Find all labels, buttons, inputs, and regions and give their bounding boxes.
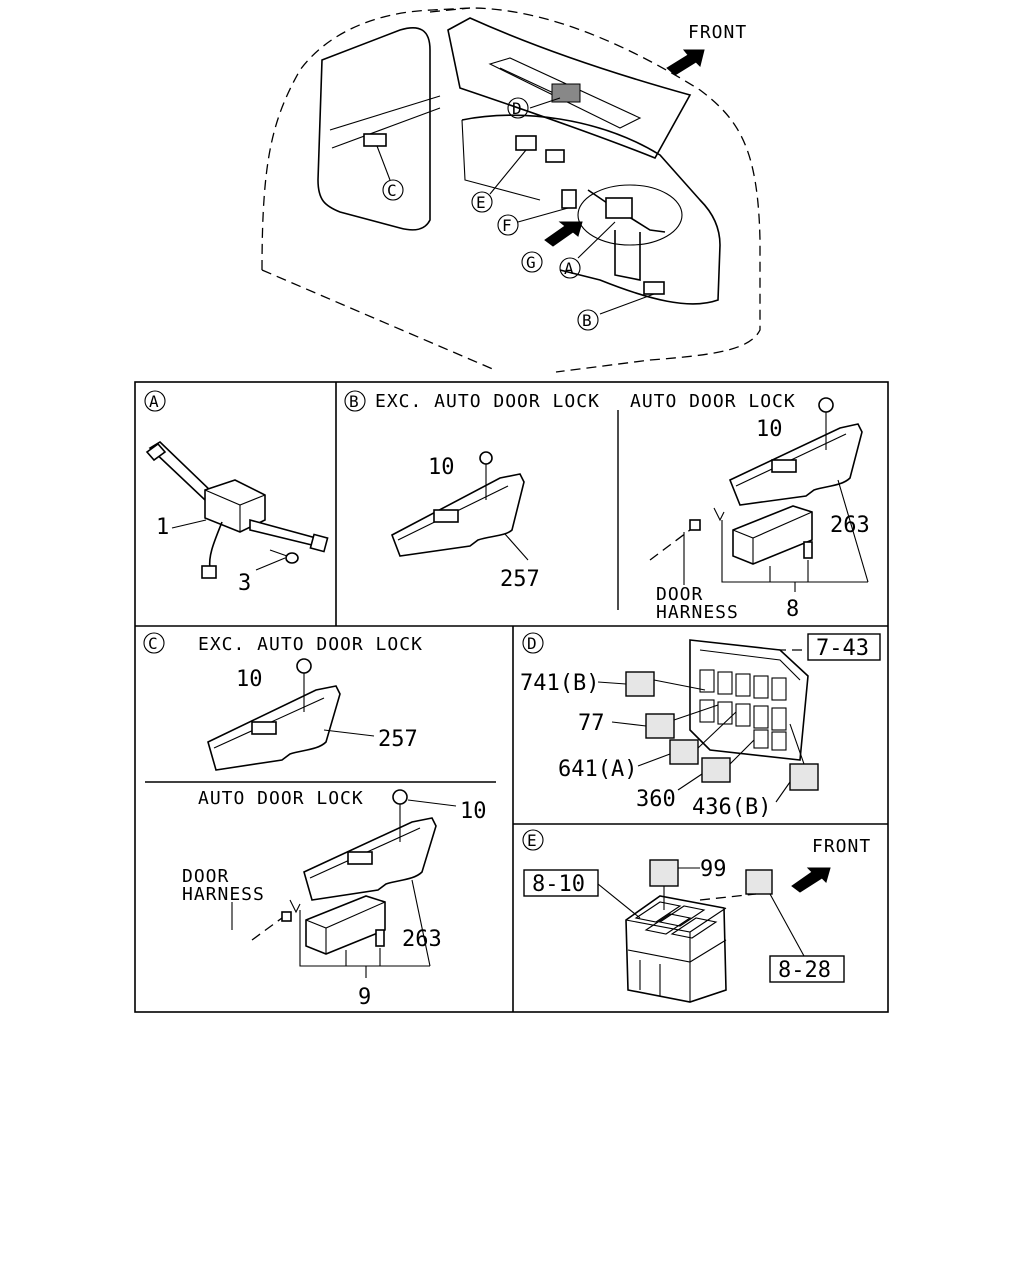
svg-text:B: B <box>582 311 592 330</box>
panel-a-letter: A <box>149 392 159 411</box>
part-257-c-label: 257 <box>378 727 418 752</box>
panel-a: A 1 3 <box>144 390 329 596</box>
panel-d-letter: D <box>527 634 537 653</box>
part-263-label: 263 <box>830 513 870 538</box>
part-10-label: 10 <box>428 455 455 480</box>
part-10-c-label: 10 <box>236 667 263 692</box>
panel-c-auto-title: AUTO DOOR LOCK <box>198 788 364 809</box>
part-10-c-auto-label: 10 <box>460 799 487 824</box>
callout-c: C <box>382 179 404 201</box>
callout-a: A <box>559 257 581 279</box>
dashboard-overview: FRONT D C E F G A B <box>261 7 761 373</box>
panel-e: E FRONT 8-10 8-28 99 <box>522 829 871 1003</box>
panel-c-exc-title: EXC. AUTO DOOR LOCK <box>198 634 423 655</box>
svg-text:F: F <box>502 216 512 235</box>
svg-text:E: E <box>476 193 486 212</box>
part-10-auto-label: 10 <box>756 417 783 442</box>
part-360-label: 360 <box>636 787 676 812</box>
part-741b-label: 741(B) <box>520 671 599 696</box>
callout-g: G <box>521 251 543 273</box>
door-harness-c-label-1: DOOR <box>182 866 229 887</box>
part-436b-label: 436(B) <box>692 795 771 820</box>
part-641a-label: 641(A) <box>558 757 637 782</box>
panel-e-letter: E <box>527 831 537 850</box>
ref-8-28: 8-28 <box>778 958 831 983</box>
callout-f: F <box>497 214 519 236</box>
panel-c-letter: C <box>148 634 158 653</box>
detail-grid <box>134 381 889 1013</box>
part-1-label: 1 <box>156 515 169 540</box>
part-8-label: 8 <box>786 597 799 622</box>
overview-front-label: FRONT <box>688 22 747 43</box>
ref-7-43: 7-43 <box>816 636 869 661</box>
door-harness-c-label-2: HARNESS <box>182 884 265 905</box>
svg-text:D: D <box>512 99 522 118</box>
svg-text:A: A <box>564 259 574 278</box>
callout-e: E <box>471 191 493 213</box>
part-99-label: 99 <box>700 857 727 882</box>
part-257-label: 257 <box>500 567 540 592</box>
panel-e-front-label: FRONT <box>812 836 871 857</box>
callout-b: B <box>577 309 599 331</box>
panel-b: B EXC. AUTO DOOR LOCK AUTO DOOR LOCK 10 … <box>344 390 870 623</box>
door-harness-label-2: HARNESS <box>656 602 739 623</box>
panel-d: D 7-43 741(B) <box>520 632 881 820</box>
part-3-label: 3 <box>238 571 251 596</box>
part-9-label: 9 <box>358 985 371 1010</box>
front-arrow-icon <box>791 867 831 893</box>
door-harness-label-1: DOOR <box>656 584 703 605</box>
panel-c: C EXC. AUTO DOOR LOCK 10 257 AUTO DOOR L… <box>143 632 487 1010</box>
panel-b-exc-title: EXC. AUTO DOOR LOCK <box>375 391 600 412</box>
part-77-label: 77 <box>578 711 605 736</box>
callout-d: D <box>507 97 529 119</box>
svg-text:G: G <box>526 253 536 272</box>
part-263-c-label: 263 <box>402 927 442 952</box>
ref-8-10: 8-10 <box>532 872 585 897</box>
svg-text:C: C <box>387 181 397 200</box>
panel-b-auto-title: AUTO DOOR LOCK <box>630 391 796 412</box>
panel-b-letter: B <box>349 392 359 411</box>
